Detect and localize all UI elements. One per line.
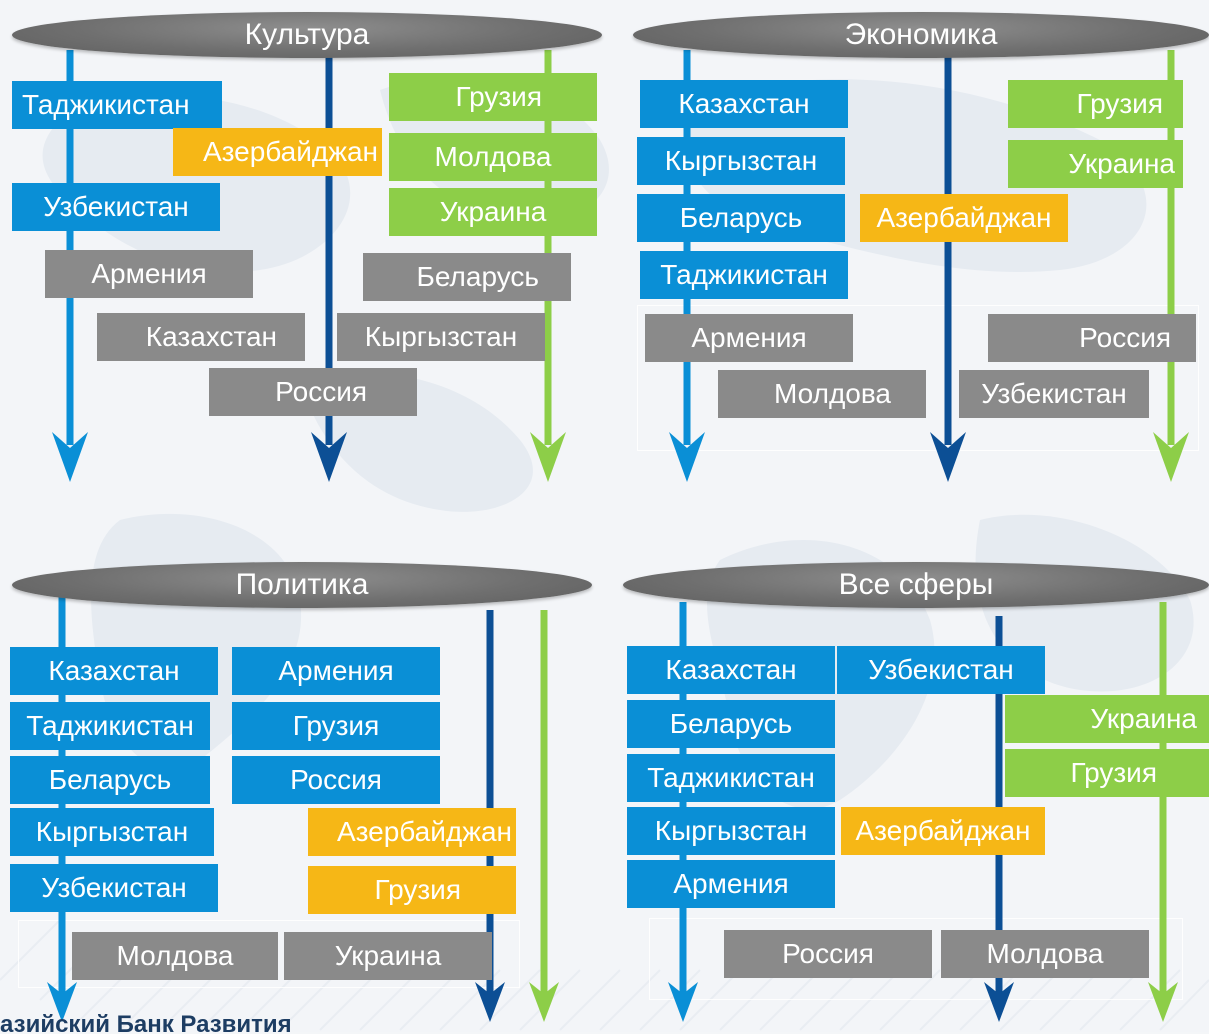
country-box: Грузия	[232, 702, 440, 750]
arrow-head-dark-blue	[475, 982, 505, 1022]
country-box: Россия	[209, 368, 417, 416]
footer-bank-name: азийский Банк Развития	[0, 1012, 292, 1034]
country-box: Молдова	[718, 370, 926, 418]
country-box: Кыргызстан	[627, 807, 835, 855]
country-box: Узбекистан	[959, 370, 1149, 418]
panel-title-economy: Экономика	[633, 12, 1209, 58]
country-box: Азербайджан	[841, 807, 1045, 855]
country-box: Таджикистан	[10, 702, 210, 750]
country-box: Армения	[232, 647, 440, 695]
country-box: Беларусь	[363, 253, 571, 301]
country-box: Беларусь	[10, 756, 210, 804]
country-box: Грузия	[1008, 80, 1183, 128]
arrow-head-green	[1153, 432, 1189, 482]
country-box: Молдова	[389, 133, 597, 181]
country-box: Таджикистан	[627, 754, 835, 802]
country-box: Узбекистан	[12, 183, 220, 231]
country-box: Кыргызстан	[337, 313, 545, 361]
arrow-head-light-blue	[668, 982, 698, 1022]
arrow-head-green	[529, 982, 559, 1022]
arrow-head-green	[530, 432, 566, 482]
country-box: Армения	[645, 314, 853, 362]
arrow-head-dark-blue	[930, 432, 966, 482]
panel-all-spheres: Все сферы Казахстан Узбекистан Беларусь …	[605, 516, 1209, 1032]
panel-economy: Экономика Казахстан Грузия Кыргызстан Ук…	[605, 0, 1209, 516]
country-box: Таджикистан	[12, 81, 222, 129]
panel-title-all-spheres: Все сферы	[623, 562, 1209, 608]
country-box: Азербайджан	[860, 194, 1068, 242]
country-box: Россия	[988, 314, 1196, 362]
arrow-head-light-blue	[47, 982, 77, 1022]
arrow-head-light-blue	[52, 432, 88, 482]
country-box: Молдова	[72, 932, 278, 980]
country-box: Армения	[45, 250, 253, 298]
country-box: Беларусь	[627, 700, 835, 748]
country-box: Грузия	[389, 73, 597, 121]
country-box: Кыргызстан	[637, 137, 845, 185]
country-box: Казахстан	[640, 80, 848, 128]
country-box: Россия	[232, 756, 440, 804]
country-box: Грузия	[1005, 749, 1209, 797]
country-box: Грузия	[308, 866, 516, 914]
arrow-head-dark-blue	[311, 432, 347, 482]
gray-group-outline	[18, 920, 520, 988]
panel-title-politics: Политика	[12, 562, 592, 608]
country-box: Россия	[724, 930, 932, 978]
country-box: Азербайджан	[308, 808, 516, 856]
country-box: Украина	[1008, 140, 1183, 188]
country-box: Казахстан	[10, 647, 218, 695]
country-box: Узбекистан	[837, 646, 1045, 694]
country-box: Украина	[389, 188, 597, 236]
country-box: Армения	[627, 860, 835, 908]
country-box: Азербайджан	[173, 128, 382, 176]
gray-group-outline	[637, 305, 1199, 451]
country-box: Таджикистан	[640, 251, 848, 299]
panel-politics: Политика Казахстан Армения Таджикистан Г…	[0, 516, 604, 1034]
arrow-head-light-blue	[669, 432, 705, 482]
country-box: Кыргызстан	[10, 808, 214, 856]
country-box: Казахстан	[97, 313, 305, 361]
country-box: Молдова	[941, 930, 1149, 978]
arrow-head-dark-blue	[984, 982, 1014, 1022]
arrow-head-green	[1148, 982, 1178, 1022]
country-box: Узбекистан	[10, 864, 218, 912]
country-box: Казахстан	[627, 646, 835, 694]
gray-group-outline	[649, 918, 1183, 1000]
panel-culture: Культура Таджикистан Азербайджан Грузия …	[0, 0, 604, 516]
country-box: Беларусь	[637, 194, 845, 242]
panel-title-culture: Культура	[12, 12, 602, 58]
country-box: Украина	[1005, 695, 1209, 743]
country-box: Украина	[284, 932, 492, 980]
